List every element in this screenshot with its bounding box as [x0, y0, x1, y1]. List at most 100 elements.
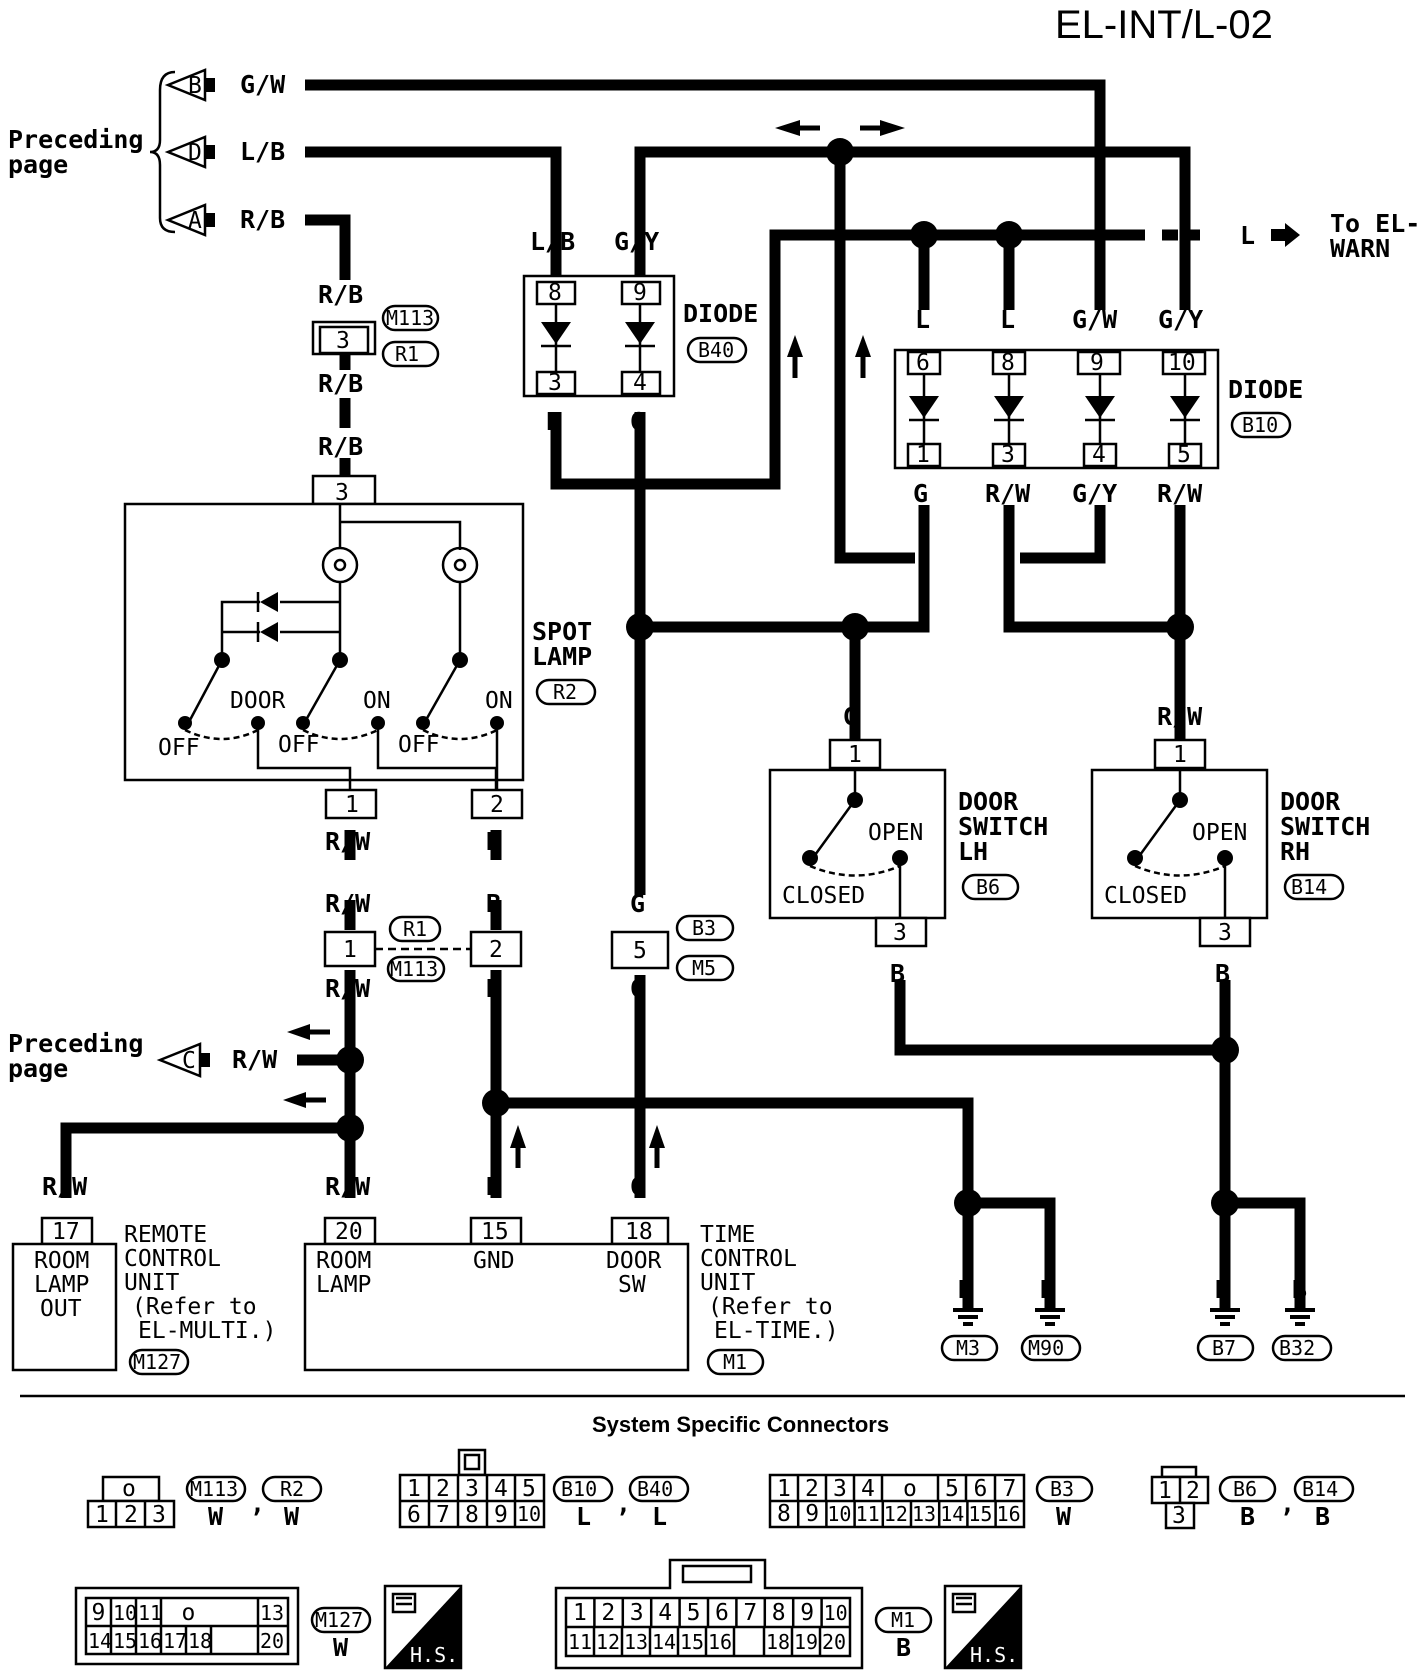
svg-text:W: W — [333, 1633, 349, 1662]
pin-label: 15 — [113, 1629, 137, 1653]
svg-text:OFF: OFF — [278, 732, 320, 758]
pin-label: 1 — [573, 1600, 587, 1626]
svg-text:18: 18 — [625, 1219, 653, 1245]
pin-label: 11 — [856, 1502, 880, 1526]
svg-text:B: B — [1215, 959, 1230, 988]
pin-label: o — [903, 1476, 917, 1502]
svg-text:1: 1 — [848, 742, 862, 768]
svg-text:B: B — [1240, 1502, 1255, 1531]
pin-label: 9 — [92, 1600, 106, 1626]
svg-text:o: o — [122, 1476, 136, 1502]
svg-text:B10: B10 — [1242, 413, 1278, 437]
svg-text:4: 4 — [494, 1476, 508, 1502]
connector-c[interactable]: C R/W — [156, 1042, 278, 1078]
svg-text:R/W: R/W — [1157, 479, 1203, 508]
pin-label: 13 — [624, 1630, 648, 1654]
pin-label: 1 — [777, 1476, 791, 1502]
svg-text:DOOR: DOOR — [1280, 787, 1341, 816]
svg-text:M113: M113 — [190, 1477, 238, 1501]
connector-d[interactable]: D L/B — [164, 135, 285, 169]
svg-text:M5: M5 — [692, 956, 716, 980]
svg-text:ON: ON — [363, 688, 391, 714]
svg-text:G: G — [630, 407, 645, 436]
pin-label: 17 — [163, 1629, 187, 1653]
to-warn-line2: WARN — [1330, 234, 1390, 263]
pin-label: 11 — [138, 1601, 162, 1625]
svg-text:W: W — [208, 1502, 224, 1531]
pin-label: 16 — [138, 1629, 162, 1653]
svg-text:R/W: R/W — [325, 827, 371, 856]
svg-text:G/Y: G/Y — [614, 227, 659, 256]
remote-control-unit: 17 ROOM LAMP OUT REMOTE CONTROL UNIT (Re… — [11, 1216, 276, 1376]
pin-label: 6 — [715, 1600, 729, 1626]
svg-text:B: B — [486, 1172, 501, 1201]
svg-text:OUT: OUT — [40, 1296, 82, 1322]
pin-label: 4 — [658, 1600, 672, 1626]
svg-text:R/B: R/B — [318, 369, 363, 398]
svg-text:G: G — [630, 1172, 645, 1201]
svg-text:B: B — [486, 889, 501, 918]
pin-label: 18 — [766, 1630, 790, 1654]
svg-text:SWITCH: SWITCH — [1280, 812, 1370, 841]
svg-text:2: 2 — [124, 1502, 138, 1528]
svg-text:H.S.: H.S. — [970, 1643, 1018, 1667]
svg-text:L: L — [1240, 221, 1255, 250]
hs-icon: H.S. — [943, 1584, 1023, 1670]
svg-text:OFF: OFF — [158, 735, 200, 761]
to-warn-line1: To EL- — [1330, 209, 1420, 238]
svg-text:(Refer to: (Refer to — [708, 1294, 833, 1320]
svg-text:W: W — [284, 1502, 300, 1531]
connector-m113-r1-pin3[interactable]: 3 M113 R1 — [311, 304, 440, 368]
pin-label: 9 — [805, 1501, 819, 1527]
sys-connector-b6-b14: 1 2 3 B6 B14 B B , — [1150, 1465, 1355, 1531]
svg-text:,: , — [1280, 1489, 1295, 1518]
svg-text:B10: B10 — [561, 1477, 597, 1501]
svg-text:B6: B6 — [1233, 1477, 1257, 1501]
pin-label: 12 — [884, 1502, 908, 1526]
svg-text:R2: R2 — [280, 1477, 304, 1501]
svg-text:ROOM: ROOM — [34, 1248, 89, 1274]
pin-label: 7 — [743, 1600, 757, 1626]
svg-text:B14: B14 — [1291, 875, 1327, 899]
svg-text:UNIT: UNIT — [124, 1270, 180, 1296]
svg-text:G/W: G/W — [1072, 305, 1118, 334]
svg-text:OPEN: OPEN — [1192, 820, 1247, 846]
svg-text:ROOM: ROOM — [316, 1248, 371, 1274]
svg-text:R/B: R/B — [318, 280, 363, 309]
svg-text:B40: B40 — [698, 338, 734, 362]
svg-text:G: G — [630, 974, 645, 1003]
svg-text:Preceding: Preceding — [8, 1029, 143, 1058]
grounds: M3 M90 B7 B32 — [940, 1308, 1333, 1362]
svg-text:UNIT: UNIT — [700, 1270, 756, 1296]
pin-label: 2 — [601, 1600, 615, 1626]
pin-label: 20 — [822, 1630, 846, 1654]
door-switch-rh: 1 OPEN CLOSED 3 DOOR SWITCH RH B14 — [1090, 738, 1370, 948]
pin-label: 13 — [260, 1601, 284, 1625]
svg-text:CONTROL: CONTROL — [124, 1246, 221, 1272]
svg-text:M113: M113 — [390, 957, 438, 981]
connector-a[interactable]: A R/B — [164, 203, 285, 237]
connector-r1-m113-pins[interactable]: 1 2 R1 M113 — [323, 915, 523, 983]
page-code: EL-INT/L-02 — [1055, 3, 1273, 47]
svg-text:R1: R1 — [395, 342, 419, 366]
svg-text:M90: M90 — [1028, 1336, 1064, 1360]
pin-label: 4 — [861, 1476, 875, 1502]
system-connectors-title: System Specific Connectors — [592, 1412, 889, 1437]
svg-text:CONTROL: CONTROL — [700, 1246, 797, 1272]
svg-text:B14: B14 — [1302, 1477, 1338, 1501]
svg-text:DOOR: DOOR — [606, 1248, 662, 1274]
svg-text:CLOSED: CLOSED — [1104, 883, 1187, 909]
time-control-unit: 20 15 18 ROOM LAMP GND DOOR SW TIME CONT… — [303, 1216, 839, 1376]
svg-text:L: L — [915, 305, 930, 334]
connector-b[interactable]: B G/W — [164, 68, 286, 102]
svg-text:B6: B6 — [976, 875, 1000, 899]
svg-text:B7: B7 — [1212, 1336, 1236, 1360]
connector-b3-m5-pin5[interactable]: 5 B3 M5 — [610, 914, 735, 982]
svg-text:R/W: R/W — [42, 1172, 88, 1201]
svg-text:G: G — [843, 702, 858, 731]
pin-label: 10 — [824, 1601, 848, 1625]
svg-text:L/B: L/B — [240, 137, 285, 166]
pin-label: 7 — [1003, 1476, 1017, 1502]
svg-text:RH: RH — [1280, 837, 1310, 866]
